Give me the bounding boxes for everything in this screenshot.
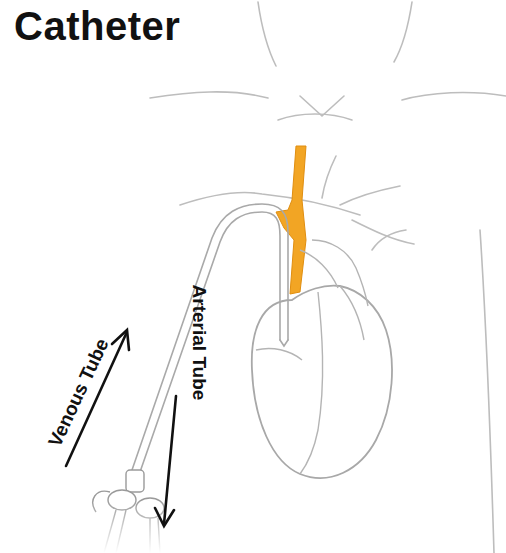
tube-label: Venous Tube xyxy=(45,335,112,449)
heart xyxy=(252,286,392,478)
body-outline xyxy=(150,2,506,553)
diagram-title: Catheter xyxy=(14,4,180,49)
heart-details xyxy=(256,240,368,474)
catheter-tube xyxy=(132,204,288,472)
tube-label: Arterial Tube xyxy=(191,284,210,400)
